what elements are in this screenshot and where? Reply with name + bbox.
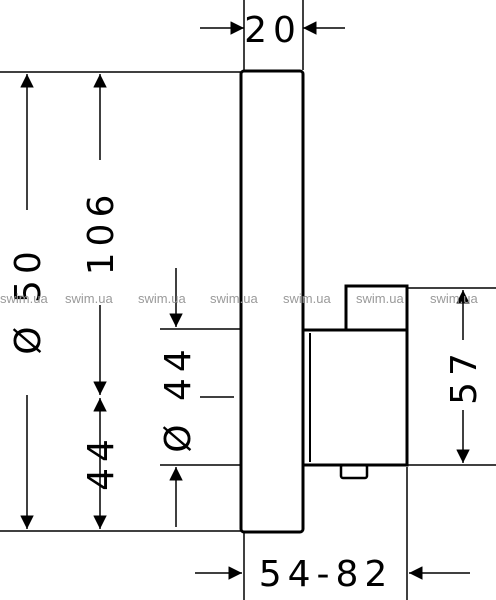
dimension-arrows	[20, 21, 470, 580]
watermark-band: swim.ua swim.ua swim.ua swim.ua swim.ua …	[0, 291, 478, 306]
watermark-text: swim.ua	[356, 291, 404, 306]
dim-depth-range: 54-82	[259, 554, 394, 595]
dim-total-height: Ø 50	[8, 245, 49, 355]
watermark-text: swim.ua	[210, 291, 258, 306]
watermark-text: swim.ua	[283, 291, 331, 306]
dim-spindle-diameter: Ø 44	[158, 343, 199, 453]
thermostat-body	[303, 284, 409, 480]
dim-plate-height: 106	[81, 189, 122, 276]
watermark-text: swim.ua	[430, 291, 478, 306]
watermark-text: swim.ua	[0, 291, 48, 306]
cover-plate	[239, 69, 305, 534]
dim-top-width: 20	[244, 10, 302, 51]
watermark-text: swim.ua	[65, 291, 113, 306]
watermark-text: swim.ua	[138, 291, 186, 306]
dim-lower-height: 44	[81, 433, 122, 491]
dim-right-height: 57	[444, 347, 485, 405]
